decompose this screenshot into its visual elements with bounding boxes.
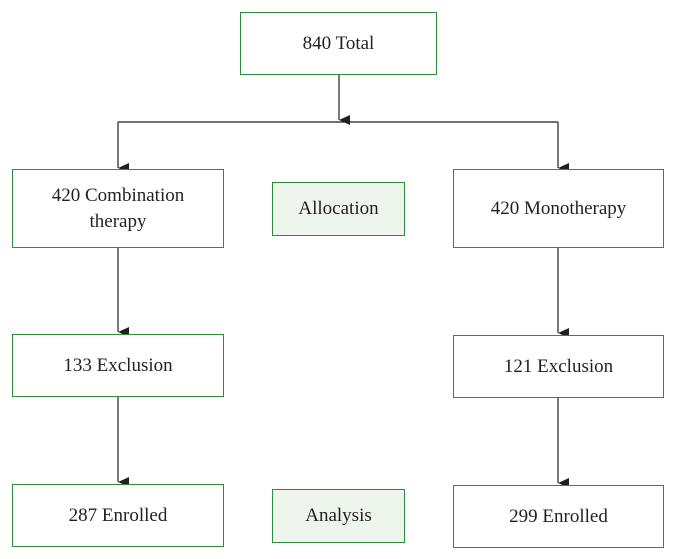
right-exclusion-box: 121 Exclusion	[453, 335, 664, 398]
left-enrolled-box: 287 Enrolled	[12, 484, 224, 547]
allocation-stage-label: Allocation	[298, 198, 379, 220]
right-enrolled-label: 299 Enrolled	[509, 505, 608, 527]
analysis-stage-box: Analysis	[272, 489, 405, 543]
left-enrolled-label: 287 Enrolled	[68, 504, 168, 526]
allocation-stage-box: Allocation	[272, 182, 405, 236]
combination-therapy-box: 420 Combination therapy	[12, 169, 224, 248]
monotherapy-box: 420 Monotherapy	[453, 169, 664, 248]
right-exclusion-label: 121 Exclusion	[503, 355, 614, 377]
right-enrolled-box: 299 Enrolled	[453, 485, 664, 548]
total-box: 840 Total	[240, 12, 437, 75]
combination-therapy-label: 420 Combination therapy	[51, 184, 185, 232]
left-exclusion-box: 133 Exclusion	[12, 334, 224, 397]
total-label: 840 Total	[302, 32, 375, 54]
monotherapy-label: 420 Monotherapy	[490, 197, 627, 219]
left-exclusion-label: 133 Exclusion	[63, 354, 173, 376]
analysis-stage-label: Analysis	[305, 505, 372, 527]
